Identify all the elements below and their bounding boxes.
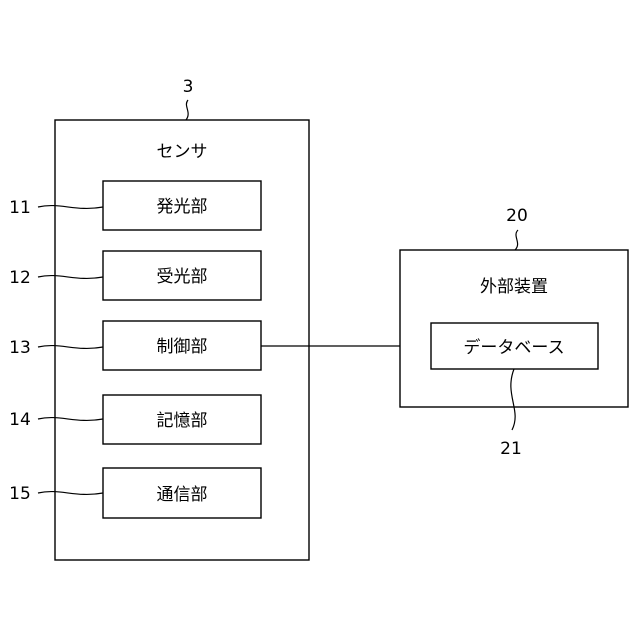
part-label-communication: 通信部	[157, 485, 208, 505]
part-label-storage: 記憶部	[157, 411, 208, 431]
part-ref-12: 12	[9, 268, 31, 288]
part-ref-13: 13	[9, 338, 31, 358]
external-title: 外部装置	[480, 277, 548, 297]
database-label: データベース	[463, 337, 564, 358]
part-ref-11: 11	[9, 198, 31, 218]
sensor-ref-number: 3	[183, 77, 194, 97]
sensor-leader-line	[186, 100, 188, 120]
part-ref-14: 14	[9, 410, 31, 430]
part-label-light-receiver: 受光部	[157, 267, 208, 287]
part-label-light-emitter: 発光部	[157, 197, 208, 217]
external-leader-line	[515, 230, 518, 250]
part-label-controller: 制御部	[157, 337, 208, 357]
database-ref-number: 21	[500, 439, 522, 459]
external-ref-number: 20	[506, 206, 528, 226]
part-ref-15: 15	[9, 484, 31, 504]
sensor-title: センサ	[157, 142, 208, 162]
